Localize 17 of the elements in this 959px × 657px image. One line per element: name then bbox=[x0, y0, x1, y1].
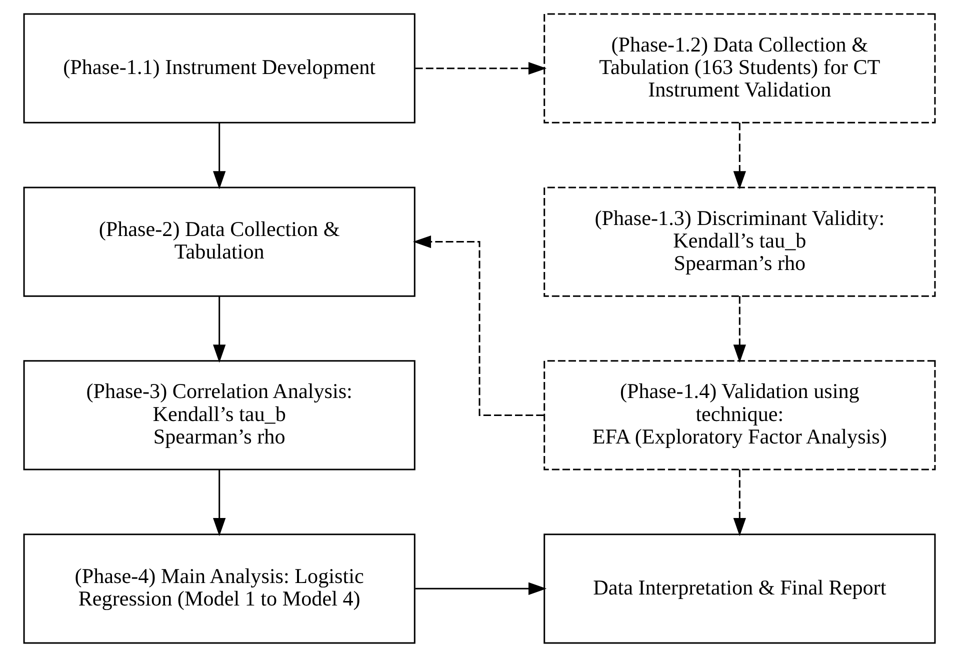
arrow bbox=[733, 122, 746, 190]
arrow bbox=[415, 582, 547, 595]
node-box: (Phase-1.1) Instrument Development bbox=[23, 13, 416, 124]
arrow bbox=[213, 122, 226, 190]
node-box: (Phase-3) Correlation Analysis: Kendall’s tau_b Spearman’s rho bbox=[23, 360, 416, 470]
arrow bbox=[733, 296, 746, 363]
node-box: (Phase-1.4) Validation using technique: EFA (Exploratory Factor Analysis) bbox=[544, 360, 936, 470]
arrow bbox=[412, 235, 544, 416]
node-box: (Phase-4) Main Analysis: Logistic Regression (Model 1 to Model 4) bbox=[23, 534, 416, 644]
arrow bbox=[415, 62, 547, 75]
arrow bbox=[213, 296, 226, 363]
node-box: (Phase-2) Data Collection & Tabulation bbox=[23, 186, 416, 297]
node-box: (Phase-1.3) Discriminant Validity: Kendall’s tau_b Spearman’s rho bbox=[544, 186, 936, 297]
arrow bbox=[733, 470, 746, 536]
arrow bbox=[213, 470, 226, 536]
node-box: (Phase-1.2) Data Collection & Tabulation (163 Students) for CT Instrument Validation bbox=[544, 13, 936, 124]
node-box: Data Interpretation & Final Report bbox=[544, 534, 936, 644]
